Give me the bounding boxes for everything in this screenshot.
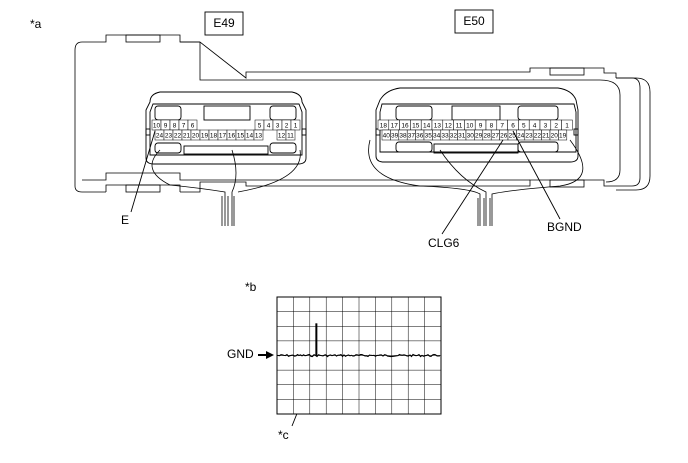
- pin-number: 3: [276, 123, 280, 130]
- pin-number: 8: [173, 123, 177, 130]
- pin-number: 10: [153, 123, 161, 130]
- label-a: *a: [30, 17, 42, 31]
- pin-number: 11: [287, 133, 294, 140]
- pin-number: 6: [511, 123, 515, 130]
- pin-number: 6: [191, 123, 195, 130]
- pin-number: 14: [246, 133, 254, 140]
- pin-number: 38: [399, 133, 407, 140]
- pin-number: 4: [267, 123, 271, 130]
- e50-name: E50: [463, 14, 485, 28]
- pin-number: 19: [201, 133, 209, 140]
- pin-number: 22: [174, 133, 182, 140]
- pin-number: 29: [475, 133, 483, 140]
- pin-number: 33: [441, 133, 449, 140]
- oscilloscope-screen: [276, 296, 442, 415]
- pin-number: 1: [294, 123, 298, 130]
- pin-number: 15: [237, 133, 245, 140]
- pin-number: 12: [445, 123, 453, 130]
- e50-name-box: [454, 9, 494, 34]
- pin-number: 13: [255, 133, 263, 140]
- pin-number: 7: [500, 123, 504, 130]
- pin-number: 16: [228, 133, 236, 140]
- pin-number: 35: [425, 133, 433, 140]
- pin-number: 13: [434, 123, 442, 130]
- pin-number: 20: [551, 133, 559, 140]
- scope-waveform: [276, 353, 441, 358]
- pin-number: 24: [517, 133, 525, 140]
- pin-number: 27: [492, 133, 500, 140]
- pin-number: 28: [483, 133, 491, 140]
- pin-number: 31: [458, 133, 466, 140]
- label-bgnd: BGND: [547, 220, 582, 234]
- pin-number: 5: [522, 123, 526, 130]
- pin-number: 26: [500, 133, 508, 140]
- pin-number: 30: [467, 133, 475, 140]
- pin-number: 14: [423, 123, 431, 130]
- pin-number: 12: [278, 133, 286, 140]
- label-b: *b: [245, 280, 257, 294]
- leader-bgnd: [512, 130, 561, 220]
- pin-number: 21: [183, 133, 191, 140]
- e49-name-box: [204, 11, 244, 36]
- leader-clg6: [441, 139, 504, 235]
- leader-e: [130, 130, 156, 213]
- label-gnd: GND: [227, 347, 254, 361]
- pin-number: 23: [165, 133, 173, 140]
- pin-cell: [253, 129, 264, 141]
- harness-outline: [74, 34, 651, 226]
- label-clg6: CLG6: [428, 236, 460, 250]
- pin-number: 36: [416, 133, 424, 140]
- pin-number: 2: [554, 123, 558, 130]
- pin-number: 3: [544, 123, 548, 130]
- pin-number: 9: [479, 123, 483, 130]
- pin-number: 32: [450, 133, 458, 140]
- connector-e49: [145, 91, 307, 165]
- pin-number: 19: [559, 133, 567, 140]
- pin-number: 16: [401, 123, 409, 130]
- pin-number: 8: [490, 123, 494, 130]
- pin-cell: [558, 129, 568, 141]
- pin-number: 23: [525, 133, 533, 140]
- pin-number: 22: [534, 133, 542, 140]
- pin-number: 21: [542, 133, 550, 140]
- pin-number: 25: [509, 133, 517, 140]
- pin-number: 20: [192, 133, 200, 140]
- pin-number: 18: [210, 133, 218, 140]
- pin-number: 34: [433, 133, 441, 140]
- pin-number: 24: [156, 133, 164, 140]
- pin-number: 5: [258, 123, 262, 130]
- label-e: E: [121, 213, 129, 227]
- pin-number: 7: [182, 123, 186, 130]
- pin-number: 9: [164, 123, 168, 130]
- e49-name: E49: [213, 16, 235, 30]
- pin-number: 4: [533, 123, 537, 130]
- pin-number: 2: [285, 123, 289, 130]
- pin-number: 17: [219, 133, 227, 140]
- pin-number: 10: [466, 123, 474, 130]
- label-c: *c: [278, 428, 289, 442]
- pin-number: 39: [391, 133, 399, 140]
- connector-e50: [375, 87, 579, 163]
- gnd-arrow: [258, 351, 274, 359]
- pin-number: 37: [408, 133, 416, 140]
- pin-number: 18: [380, 123, 388, 130]
- pin-number: 40: [383, 133, 391, 140]
- pin-cell: [290, 119, 301, 131]
- pin-number: 17: [391, 123, 399, 130]
- pin-cell: [285, 129, 296, 141]
- pin-number: 1: [565, 123, 569, 130]
- pin-number: 11: [456, 123, 463, 130]
- pin-number: 15: [412, 123, 420, 130]
